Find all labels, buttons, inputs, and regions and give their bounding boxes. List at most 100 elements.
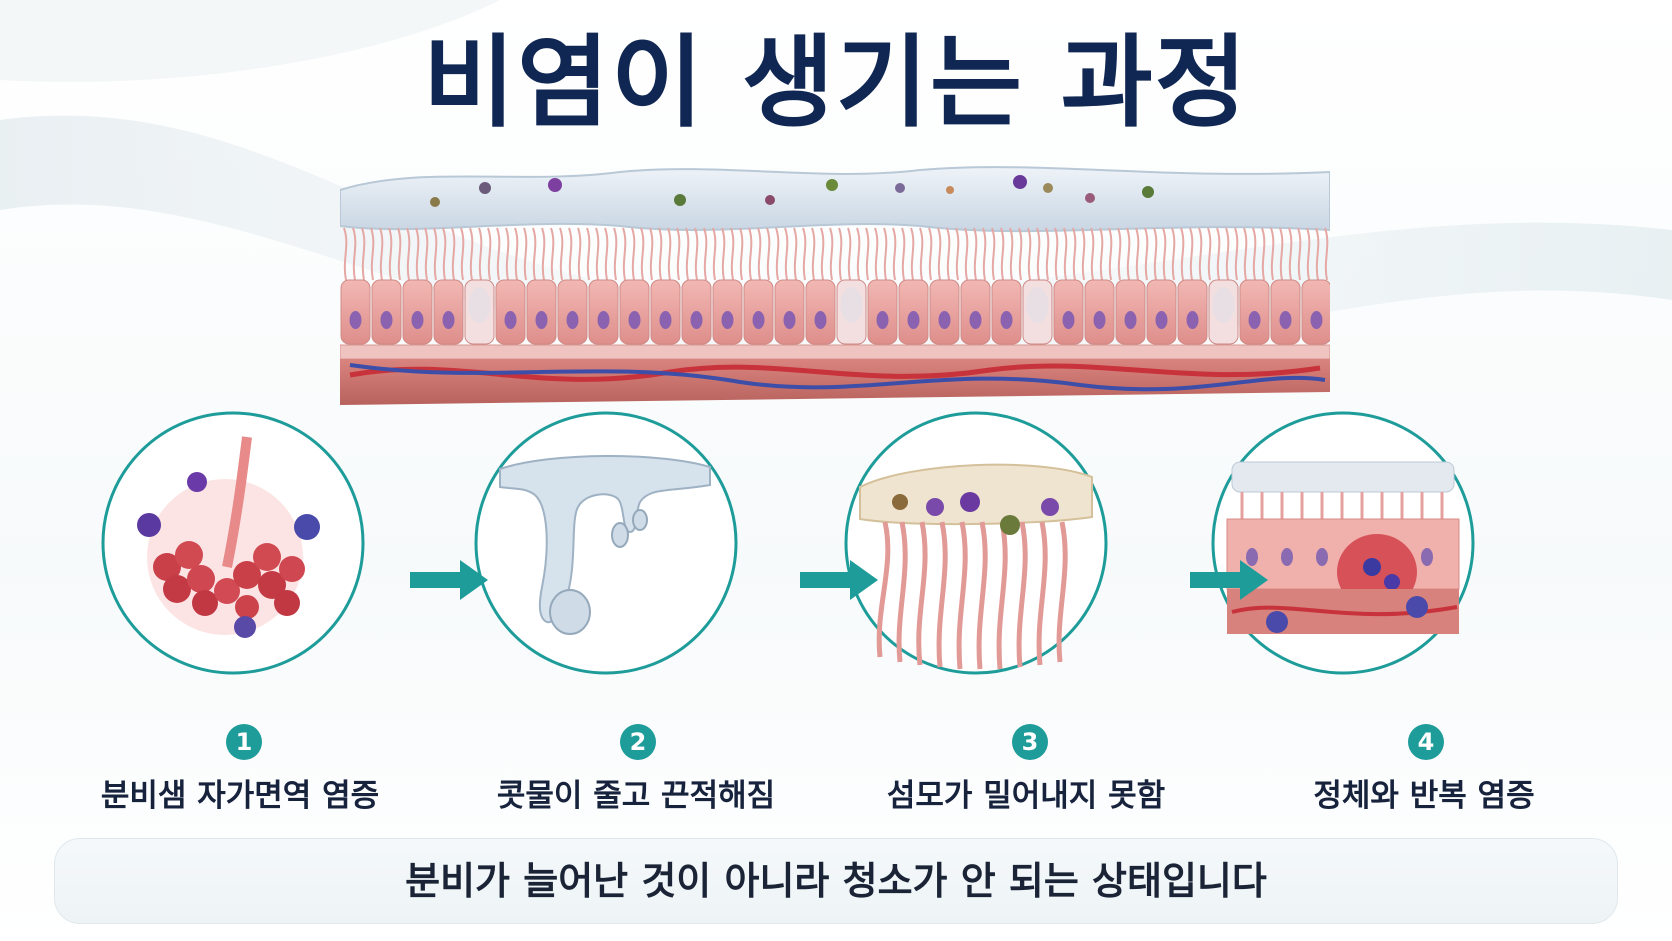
cilium	[1126, 227, 1131, 281]
arrow-right-icon	[410, 560, 488, 600]
cilium	[1081, 227, 1086, 281]
cilium	[397, 227, 402, 281]
epithelial-cell-row	[340, 279, 1330, 345]
cilium	[856, 227, 861, 281]
step-4-label: 정체와 반복 염증	[1313, 778, 1535, 814]
cell-nucleus	[752, 311, 765, 329]
cilium	[1135, 227, 1140, 281]
cilium	[820, 227, 825, 281]
cilium	[1000, 227, 1005, 281]
microbe-icon	[1041, 498, 1059, 516]
goblet-cell-mucus	[468, 287, 491, 323]
cilium	[1315, 227, 1320, 281]
immune-cell-icon	[234, 616, 256, 638]
arrow-right-icon	[800, 560, 878, 600]
cilium	[604, 227, 609, 281]
cilium	[874, 227, 879, 281]
cell-nucleus	[907, 311, 920, 329]
cilium	[469, 227, 474, 281]
cilium	[829, 227, 834, 281]
cilium	[730, 227, 735, 281]
cilium	[1144, 227, 1149, 281]
step-2-number-badge: 2	[620, 724, 656, 760]
goblet-cell-mucus	[840, 287, 863, 323]
mucus-drip-icon	[499, 455, 711, 624]
arrow-right-icon	[1190, 560, 1268, 600]
cilium	[1306, 227, 1311, 281]
cilium	[1045, 227, 1050, 281]
cilium	[1207, 227, 1212, 281]
cilium	[505, 227, 510, 281]
microbe-icon	[926, 498, 944, 516]
cell-nucleus	[783, 311, 796, 329]
cilium	[1261, 227, 1266, 281]
cilium	[1162, 227, 1167, 281]
cilium	[721, 227, 726, 281]
cilium	[955, 227, 960, 281]
cilium	[361, 227, 366, 281]
cilium	[1153, 227, 1158, 281]
cilium	[892, 227, 897, 281]
cilium	[1018, 227, 1023, 281]
cilium	[541, 227, 546, 281]
cell-nucleus	[1124, 311, 1137, 329]
cilium	[1270, 227, 1275, 281]
basement-membrane	[340, 344, 1330, 360]
cell-nucleus	[442, 311, 455, 329]
cell-nucleus	[938, 311, 951, 329]
cilium	[946, 227, 951, 281]
immune-cell-icon	[1406, 596, 1428, 618]
immune-cell-icon	[137, 513, 161, 537]
cell-nucleus	[1062, 311, 1075, 329]
cilium	[802, 227, 807, 281]
cilium	[982, 227, 987, 281]
cilium	[1234, 227, 1239, 281]
cell-nucleus	[721, 311, 734, 329]
gland-cluster-icon	[153, 541, 305, 619]
cilium	[757, 227, 762, 281]
cell-nucleus	[969, 311, 982, 329]
cell-nucleus	[1000, 311, 1013, 329]
cilium	[919, 227, 924, 281]
cilium	[676, 227, 681, 281]
step-4-circle-illustration	[1211, 411, 1475, 675]
submucosa-layer	[340, 359, 1330, 405]
cilium	[523, 227, 528, 281]
immune-cell-icon	[1266, 611, 1288, 633]
gland-duct	[222, 436, 252, 568]
cilium	[640, 227, 645, 281]
cilium	[1090, 227, 1095, 281]
blood-vessel-blue	[349, 363, 1326, 392]
cilium	[577, 227, 582, 281]
cilium	[586, 227, 591, 281]
cilium	[550, 227, 555, 281]
cilium	[595, 227, 600, 281]
cilium	[343, 227, 348, 281]
cilium	[811, 227, 816, 281]
cilium	[406, 227, 411, 281]
cilium	[487, 227, 492, 281]
cilium	[1198, 227, 1203, 281]
cell-nucleus	[876, 311, 889, 329]
cell-nucleus	[1186, 311, 1199, 329]
cell-nucleus	[349, 311, 362, 329]
cilium	[838, 227, 843, 281]
cilium	[1117, 227, 1122, 281]
cilium	[703, 227, 708, 281]
cell-nucleus	[411, 311, 424, 329]
step-3-number-badge: 3	[1012, 724, 1048, 760]
cilium	[667, 227, 672, 281]
cilium	[1063, 227, 1068, 281]
cell-nucleus	[1279, 311, 1292, 329]
cilium	[496, 227, 501, 281]
page-title: 비염이 생기는 과정	[423, 24, 1249, 141]
cilium	[847, 227, 852, 281]
cell-nucleus	[628, 311, 641, 329]
cilium	[865, 227, 870, 281]
cell-nucleus	[380, 311, 393, 329]
step-4-number-badge: 4	[1408, 724, 1444, 760]
goblet-cell-mucus	[1212, 287, 1235, 323]
immune-cell-icon	[294, 514, 320, 540]
cilium	[712, 227, 717, 281]
cilium	[1297, 227, 1302, 281]
